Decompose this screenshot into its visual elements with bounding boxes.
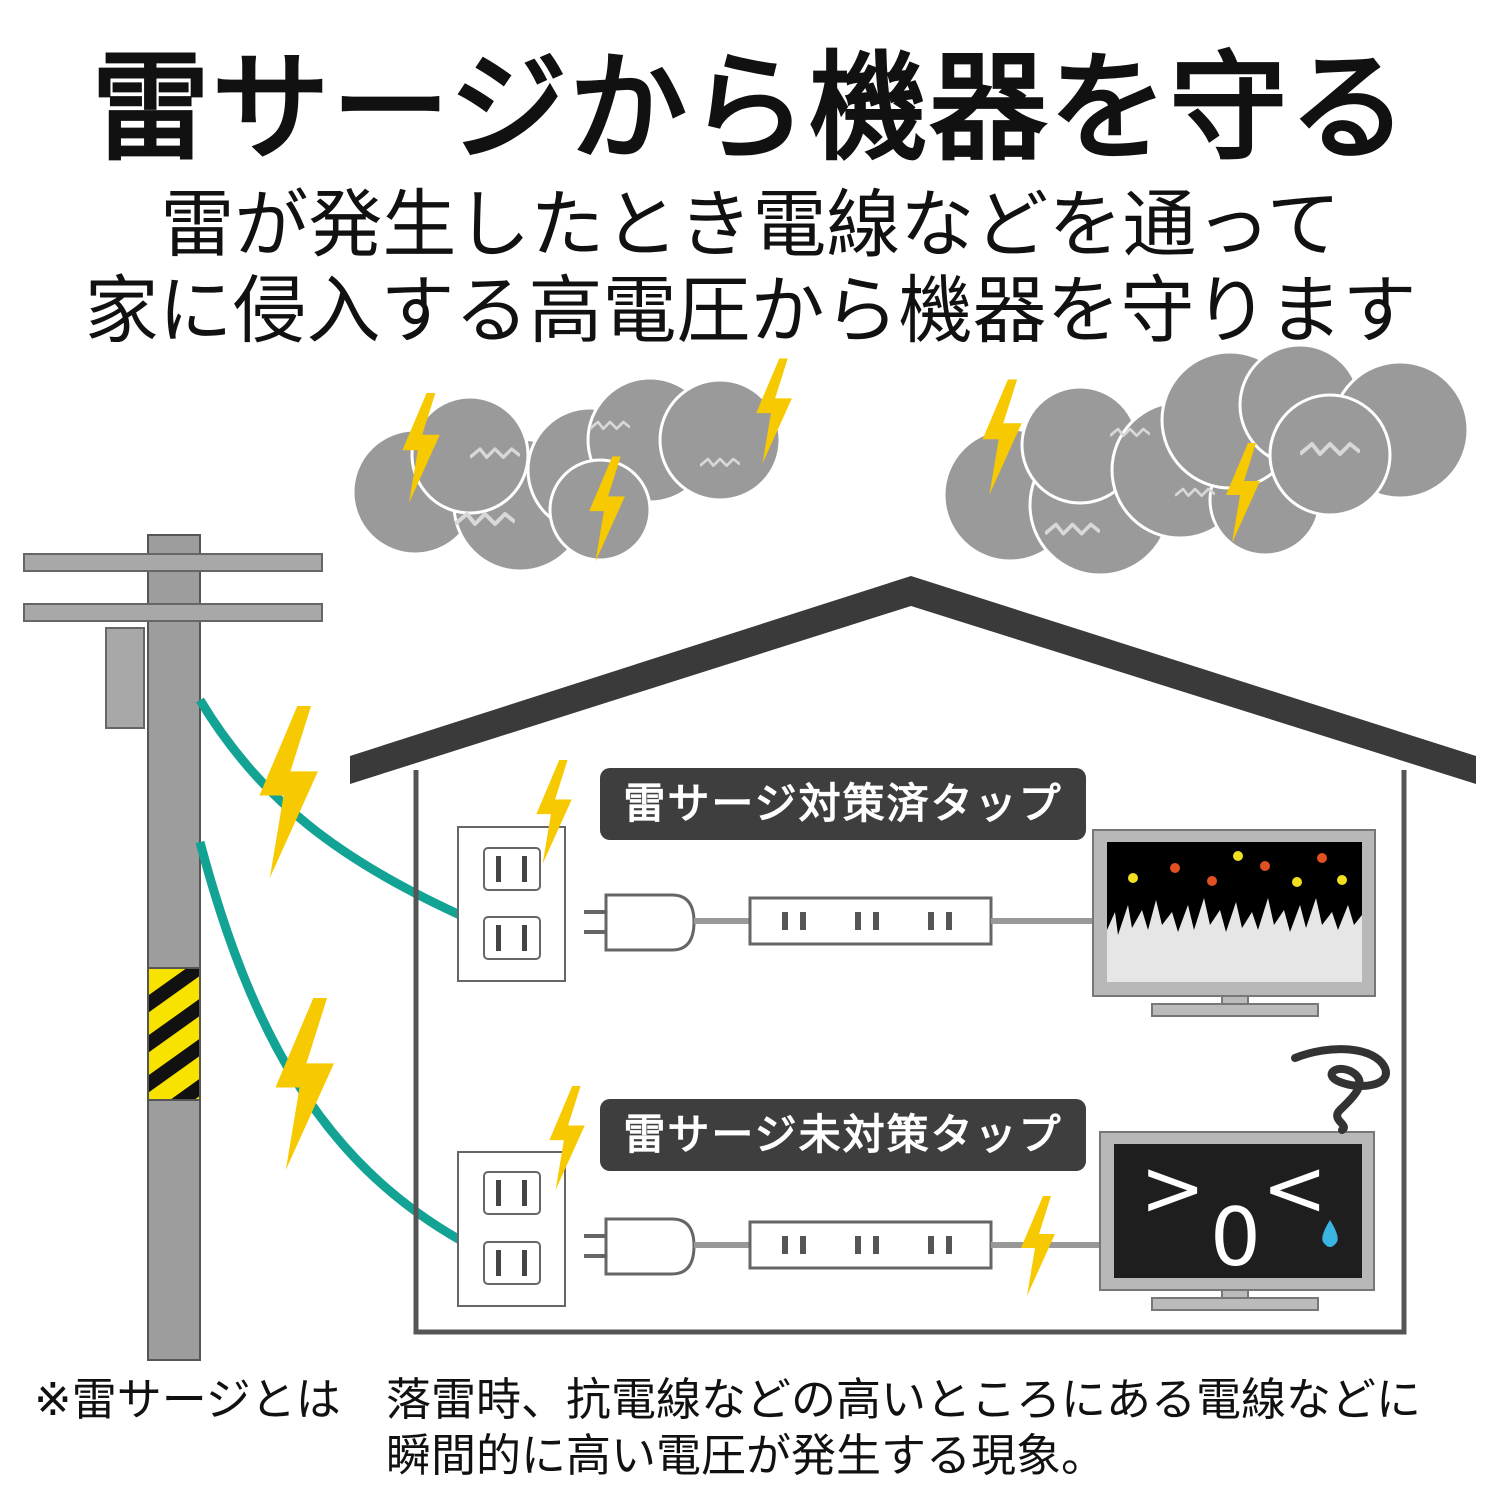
footnote-line-2: 瞬間的に高い電圧が発生する現象。	[386, 1429, 1107, 1482]
footnote: ※雷サージとは 落雷時、抗電線などの高いところにある電線などに 瞬間的に高い電圧…	[34, 1372, 1474, 1484]
lightning-bolt-icon	[275, 998, 334, 1170]
power-strip-icon	[748, 1220, 993, 1270]
footnote-term: ※雷サージとは	[34, 1373, 341, 1426]
subtitle-line-1: 雷が発生したとき電線などを通って	[160, 182, 1341, 268]
power-strip-icon	[748, 896, 993, 946]
lightning-bolt-icon	[259, 706, 318, 878]
stage-lights	[1128, 851, 1347, 887]
tv-icon	[1092, 829, 1376, 1017]
power-wire	[195, 840, 463, 1244]
water-drop-icon	[1322, 1220, 1338, 1247]
utility-pole	[23, 534, 323, 1361]
power-plug-icon	[584, 1217, 696, 1276]
page-title: 雷サージから機器を守る	[91, 39, 1410, 177]
subtitle: 雷が発生したとき電線などを通って 家に侵入する高電圧から機器を守ります	[0, 182, 1501, 354]
subtitle-line-2: 家に侵入する高電圧から機器を守ります	[84, 268, 1417, 354]
wall-outlet-icon	[457, 826, 566, 982]
power-wire	[196, 697, 462, 920]
tv-face-mouth: 0	[1210, 1191, 1261, 1284]
cloud-icon	[942, 343, 1470, 577]
concert-crowd-silhouette	[1107, 898, 1362, 982]
tv-face-right-eye: <	[1262, 1144, 1328, 1234]
wall-outlet-icon	[457, 1151, 566, 1307]
pole-warning-stripe	[147, 967, 201, 1101]
house	[350, 576, 1476, 1335]
tv-icon	[1099, 1131, 1375, 1311]
protected-tap-label: 雷サージ対策済タップ	[600, 768, 1086, 840]
unprotected-tap-label: 雷サージ未対策タップ	[600, 1099, 1086, 1171]
dizzy-swirl-icon	[1291, 1045, 1390, 1134]
power-plug-icon	[584, 893, 696, 952]
cloud-icon	[351, 376, 782, 573]
tv-face-left-eye: >	[1140, 1144, 1206, 1234]
footnote-line-1: 落雷時、抗電線などの高いところにある電線などに	[386, 1373, 1422, 1426]
